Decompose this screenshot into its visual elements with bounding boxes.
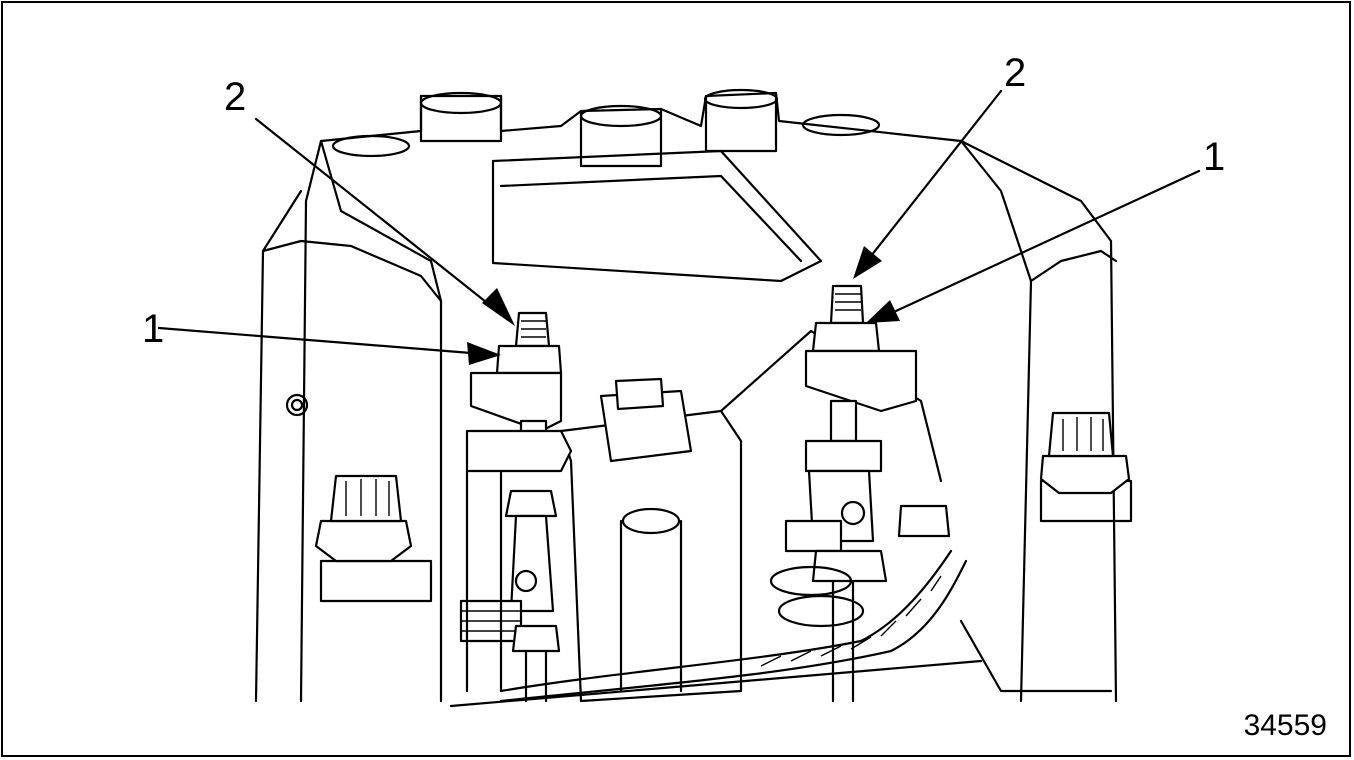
callout-left-1: 1: [142, 307, 165, 351]
callout-leaders: [157, 89, 1201, 365]
right-hold-down-bolt: [1039, 411, 1131, 495]
left-adjusting-screw-assembly: [459, 311, 573, 703]
left-hold-down-bolt: [285, 393, 413, 563]
valve-bridge-cover: [419, 88, 823, 283]
wiring-harness: [449, 549, 1113, 708]
engine-rocker-arm-illustration: [157, 88, 1201, 708]
arrowhead-right-2: [853, 246, 882, 279]
callout-right-2: 2: [1004, 51, 1027, 95]
arrowhead-left-1: [467, 342, 501, 365]
cylinder-head-body: [254, 91, 1133, 703]
arrowhead-right-1: [866, 300, 900, 323]
rocker-shaft-assembly: [559, 329, 943, 703]
callout-right-1: 1: [1203, 135, 1226, 179]
right-adjusting-screw-assembly: [769, 284, 951, 703]
arrowhead-left-2: [482, 288, 515, 326]
figure-number: 34559: [1243, 709, 1327, 742]
callout-left-2: 2: [224, 75, 247, 119]
